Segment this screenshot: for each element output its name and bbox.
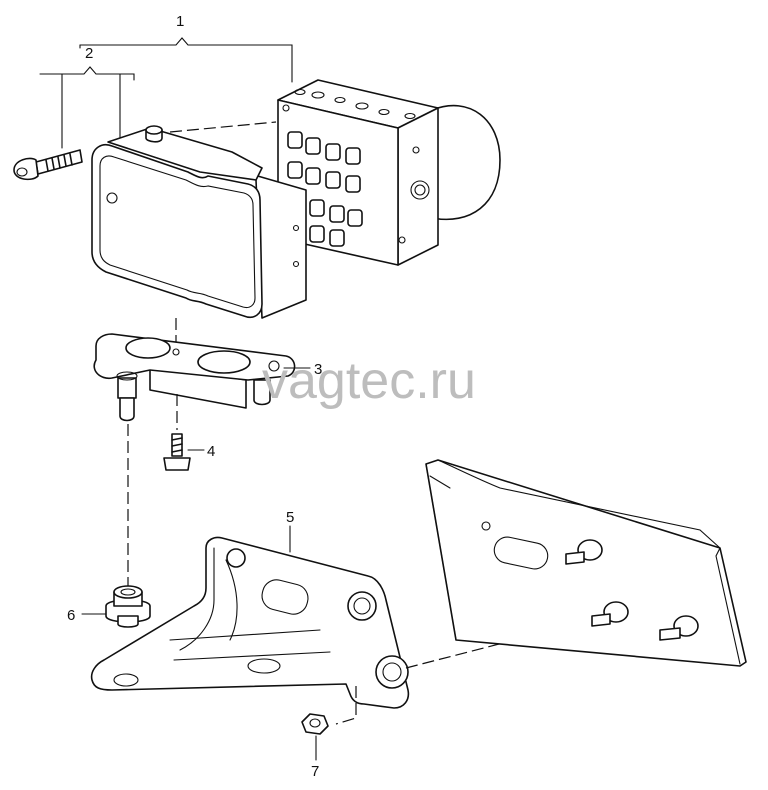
hex-nut: [301, 713, 329, 735]
callout-4: 4: [207, 443, 215, 460]
callout-bracket-2: [39, 66, 135, 149]
callout-3: 3: [314, 361, 322, 378]
callout-2: 2: [85, 45, 93, 62]
panel-stud-1: [565, 539, 603, 565]
bolt-small: [163, 433, 191, 471]
control-unit: [91, 125, 307, 319]
assembly-line-nut: [335, 686, 357, 725]
callout-1: 1: [176, 13, 184, 30]
callout-5: 5: [286, 509, 294, 526]
callout-6: 6: [67, 607, 75, 624]
body-panel: [425, 459, 747, 667]
mounting-bracket-plate: [93, 333, 296, 422]
callout-7: 7: [311, 763, 319, 780]
panel-stud-2: [591, 601, 629, 627]
callout-bracket-1: [79, 37, 293, 83]
hydraulic-unit: [277, 79, 501, 266]
assembly-line-top: [169, 121, 277, 133]
rubber-grommet: [105, 585, 151, 628]
bolt-long: [13, 149, 83, 181]
panel-stud-3: [659, 615, 699, 641]
watermark: vagtec.ru: [262, 352, 476, 410]
support-bracket: [90, 536, 410, 709]
